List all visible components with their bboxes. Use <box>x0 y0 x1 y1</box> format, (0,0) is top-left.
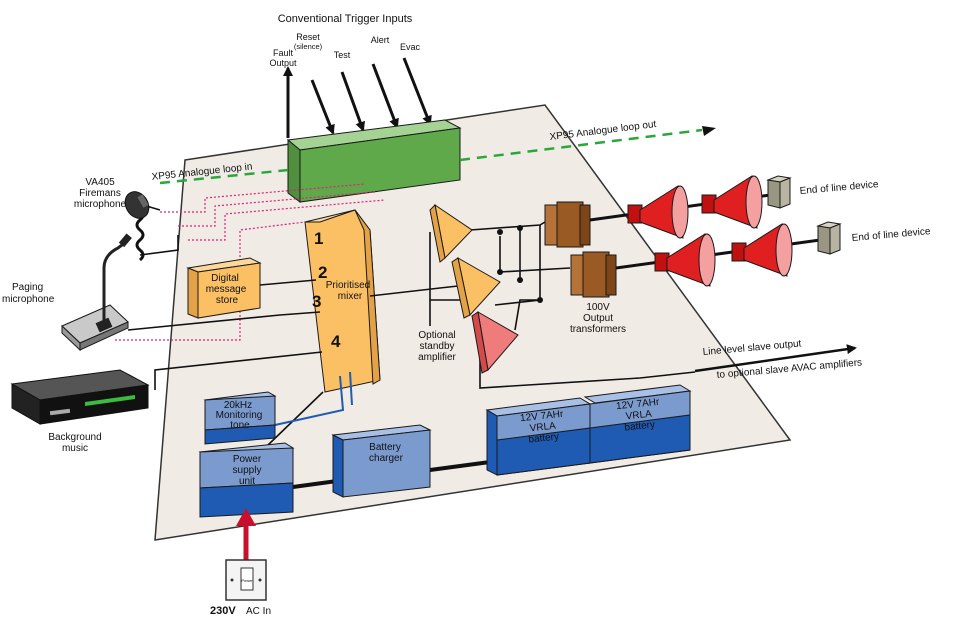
loop-out-label: XP95 Analogue loop out <box>549 119 657 143</box>
wall-switch <box>225 559 267 601</box>
end-of-line-device-bottom <box>816 221 842 255</box>
mixer-input-3: 3 <box>312 292 321 311</box>
trigger-arrows <box>283 57 432 138</box>
battery1-label-2: VRLA <box>529 421 556 435</box>
reset-label: Reset <box>296 32 320 42</box>
fault-output-label-1: Fault <box>273 48 294 58</box>
psu-label-2: supply <box>233 465 262 476</box>
slave-output-label-2: to optional slave AVAC amplifiers <box>716 357 862 381</box>
mixer-label-1: Prioritised <box>326 280 370 291</box>
evac-arrow <box>402 57 432 126</box>
monitor-tone-label-3: tone <box>230 420 250 431</box>
junction-dots <box>497 225 543 303</box>
transformers-label-1: 100V <box>586 302 610 313</box>
transformers-label-2: Output <box>583 313 613 324</box>
mixer-label-2: mixer <box>338 291 363 302</box>
trigger-inputs-title: Conventional Trigger Inputs <box>278 13 413 25</box>
fault-output-label-2: Output <box>269 58 297 68</box>
speaker-top-1 <box>627 185 689 239</box>
battery1-label-1: 12V 7AHr <box>520 409 565 425</box>
battery-2-box <box>583 384 692 464</box>
digital-store-label-3: store <box>216 295 239 306</box>
digital-store-label-2: message <box>206 284 247 295</box>
firemans-microphone <box>124 191 150 262</box>
standby-amp-label-2: standby <box>419 341 454 352</box>
firemans-mic-label-3: microphone <box>74 199 127 210</box>
evac-label: Evac <box>400 42 421 52</box>
battery2-label-3: battery <box>624 419 656 433</box>
firemans-mic-label-2: Firemans <box>79 188 121 199</box>
charger-label-2: charger <box>369 453 404 464</box>
speaker-top-2 <box>701 175 763 229</box>
test-arrow <box>340 71 365 132</box>
monitor-tone-label-2: Monitoring <box>216 410 263 421</box>
psu-label-1: Power <box>233 454 262 465</box>
background-music-player <box>10 369 150 425</box>
transformer-top <box>544 201 591 248</box>
firemans-mic-label-1: VA405 <box>85 177 115 188</box>
battery-1-box <box>485 397 592 476</box>
mixer-input-2: 2 <box>318 263 327 282</box>
battery2-label-1: 12V 7AHr <box>616 397 661 413</box>
digital-store-label-1: Digital <box>211 273 239 284</box>
switch-text: Power <box>241 578 253 583</box>
ac-in-suffix: AC In <box>246 606 271 617</box>
standby-amp-label-3: amplifier <box>418 352 456 363</box>
test-label: Test <box>334 50 351 60</box>
loop-out-arrowhead <box>702 126 716 136</box>
power-supply-box <box>198 442 295 518</box>
speaker-bottom-1 <box>654 233 716 287</box>
paging-mic-label-2: microphone <box>2 294 55 305</box>
monitoring-tone-box <box>203 391 277 445</box>
transformer-bottom <box>570 251 617 298</box>
monitor-tone-label-1: 20kHz <box>224 400 252 411</box>
standby-amp-label-1: Optional <box>418 330 455 341</box>
eol-top-label: End of line device <box>799 179 879 197</box>
alert-label: Alert <box>371 35 390 45</box>
paging-microphone <box>61 233 132 352</box>
standby-amplifier <box>471 311 519 374</box>
battery-charger-box <box>331 424 432 498</box>
digital-message-store <box>186 257 262 319</box>
mixer-input-1: 1 <box>314 229 323 248</box>
loop-out-line <box>459 128 703 162</box>
prioritised-mixer <box>304 209 381 393</box>
background-music-label-1: Background <box>48 432 101 443</box>
end-of-line-device-top <box>766 175 792 209</box>
charger-label-1: Battery <box>369 442 401 453</box>
psu-label-3: unit <box>239 476 255 487</box>
reset-arrow <box>310 79 335 135</box>
mixer-input-4: 4 <box>331 332 341 351</box>
paging-mic-label-1: Paging <box>12 282 43 293</box>
ac-in-arrowhead <box>236 508 256 526</box>
control-panel-box <box>286 119 462 203</box>
speaker-bottom-2 <box>731 223 793 277</box>
amplifier-middle <box>451 257 501 319</box>
loop-in-line <box>159 168 289 185</box>
background-music-label-2: music <box>62 443 88 454</box>
transformers-label-3: transformers <box>570 324 626 335</box>
battery2-label-2: VRLA <box>625 409 652 423</box>
battery1-label-3: battery <box>528 431 560 445</box>
reset-silence-label: (silence) <box>294 42 323 51</box>
eol-bottom-label: End of line device <box>851 226 931 244</box>
ac-in-voltage: 230V <box>210 605 236 617</box>
alert-arrow <box>371 63 399 129</box>
amplifier-top <box>429 203 473 263</box>
